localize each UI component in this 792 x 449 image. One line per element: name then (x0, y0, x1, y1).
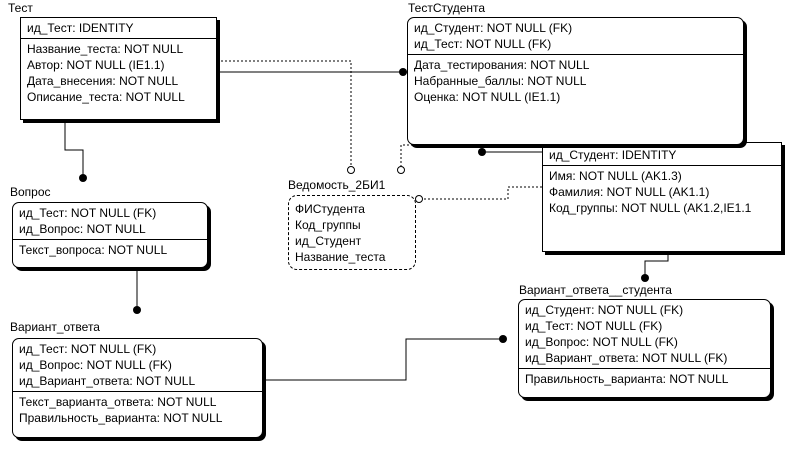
entity-test-key: ид_Тест: IDENTITY (21, 18, 216, 38)
view-ref-test-end (347, 166, 355, 174)
entity-answer-key: ид_Тест: NOT NULL (FK) ид_Вопрос: NOT NU… (13, 339, 262, 391)
attr-line: Дата_тестирования: NOT NULL (414, 58, 590, 72)
attr-line: Правильность_варианта: NOT NULL (19, 411, 223, 425)
attr-line: Код_группы: NOT NULL (AK1.2,IE1.1 (549, 201, 752, 215)
attr-line: ид_Тест: NOT NULL (FK) (19, 206, 157, 220)
attr-line: ид_Вопрос: NOT NULL (FK) (19, 358, 172, 372)
entity-title-teststudent: ТестСтудента (408, 1, 486, 15)
entity-test[interactable]: ид_Тест: IDENTITY Название_теста: NOT NU… (20, 17, 217, 120)
attr-line: ид_Тест: NOT NULL (FK) (19, 342, 157, 356)
entity-student-answer[interactable]: ид_Студент: NOT NULL (FK) ид_Тест: NOT N… (518, 299, 771, 398)
attr-line: ид_Тест: NOT NULL (FK) (414, 37, 552, 51)
view-vedomost[interactable]: ФИСтудента Код_группы ид_Студент Названи… (288, 195, 416, 270)
rel-student-to-studentanswer-end (641, 274, 649, 282)
view-title: Ведомость_2БИ1 (288, 178, 386, 192)
entity-answer-attrs: Текст_варианта_ответа: NOT NULL Правильн… (13, 391, 262, 428)
entity-student-attrs: Имя: NOT NULL (AK1.3) Фамилия: NOT NULL … (543, 165, 781, 218)
attr-line: Описание_теста: NOT NULL (27, 90, 185, 104)
entity-title-test: Тест (8, 1, 33, 15)
view-ref-student-end (415, 195, 423, 203)
entity-studentanswer-attrs: Правильность_варианта: NOT NULL (519, 368, 770, 389)
entity-test-attrs: Название_теста: NOT NULL Автор: NOT NULL… (21, 38, 216, 107)
attr-line: ид_Тест: NOT NULL (FK) (525, 319, 663, 333)
view-ref-teststudent (400, 144, 465, 166)
rel-test-to-question-end (79, 174, 87, 182)
rel-question-to-answer-end (133, 306, 141, 314)
entity-teststudent-attrs: Дата_тестирования: NOT NULL Набранные_ба… (408, 54, 743, 107)
attr-line: ид_Студент: NOT NULL (FK) (414, 21, 573, 35)
rel-student-to-teststudent-end (478, 148, 486, 156)
entity-title-question: Вопрос (10, 185, 51, 199)
attr-line: ид_Вариант_ответа: NOT NULL (19, 374, 196, 388)
attr-line: ид_Студент: IDENTITY (549, 148, 677, 162)
rel-student-to-studentanswer (644, 252, 669, 278)
view-column: Название_теста (295, 250, 386, 264)
entity-question-attrs: Текст_вопроса: NOT NULL (13, 239, 207, 260)
entity-answer-variant[interactable]: ид_Тест: NOT NULL (FK) ид_Вопрос: NOT NU… (12, 338, 263, 438)
attr-line: ид_Тест: IDENTITY (27, 21, 134, 35)
view-column: ид_Студент (295, 234, 362, 248)
attr-line: Правильность_варианта: NOT NULL (525, 372, 729, 386)
entity-teststudent-key: ид_Студент: NOT NULL (FK) ид_Тест: NOT N… (408, 18, 743, 54)
attr-line: Дата_внесения: NOT NULL (27, 74, 179, 88)
entity-title-answer: Вариант_ответа (10, 320, 100, 334)
rel-test-to-question (64, 120, 84, 178)
attr-line: ид_Вопрос: NOT NULL (FK) (525, 335, 678, 349)
view-ref-test (217, 60, 352, 166)
entity-student[interactable]: ид_Студент: IDENTITY Имя: NOT NULL (AK1.… (542, 142, 782, 252)
rel-answer-to-studentanswer (263, 338, 503, 381)
attr-line: Текст_варианта_ответа: NOT NULL (19, 395, 217, 409)
attr-line: Автор: NOT NULL (IE1.1) (27, 58, 165, 72)
entity-question-key: ид_Тест: NOT NULL (FK) ид_Вопрос: NOT NU… (13, 203, 207, 239)
view-ref-teststudent-end (397, 166, 405, 174)
entity-teststudent[interactable]: ид_Студент: NOT NULL (FK) ид_Тест: NOT N… (407, 17, 744, 145)
entity-title-studentanswer: Вариант_ответа__студента (519, 283, 672, 297)
view-column: Код_группы (295, 218, 361, 232)
attr-line: Название_теста: NOT NULL (27, 42, 184, 56)
attr-line: Текст_вопроса: NOT NULL (19, 243, 168, 257)
attr-line: Имя: NOT NULL (AK1.3) (549, 169, 682, 183)
view-column: ФИСтудента (295, 202, 365, 216)
attr-line: Фамилия: NOT NULL (AK1.1) (549, 185, 710, 199)
attr-line: ид_Вариант_ответа: NOT NULL (FK) (525, 351, 728, 365)
attr-line: Набранные_баллы: NOT NULL (414, 74, 587, 88)
attr-line: ид_Вопрос: NOT NULL (19, 222, 146, 236)
rel-answer-to-studentanswer-end (499, 335, 507, 343)
rel-test-to-teststudent-end (399, 68, 407, 76)
entity-student-key: ид_Студент: IDENTITY (543, 143, 781, 165)
view-columns: ФИСтудента Код_группы ид_Студент Названи… (289, 196, 415, 267)
attr-line: Оценка: NOT NULL (IE1.1) (414, 90, 561, 104)
view-ref-student (423, 186, 542, 200)
attr-line: ид_Студент: NOT NULL (FK) (525, 303, 684, 317)
entity-studentanswer-key: ид_Студент: NOT NULL (FK) ид_Тест: NOT N… (519, 300, 770, 368)
entity-question[interactable]: ид_Тест: NOT NULL (FK) ид_Вопрос: NOT NU… (12, 202, 208, 268)
